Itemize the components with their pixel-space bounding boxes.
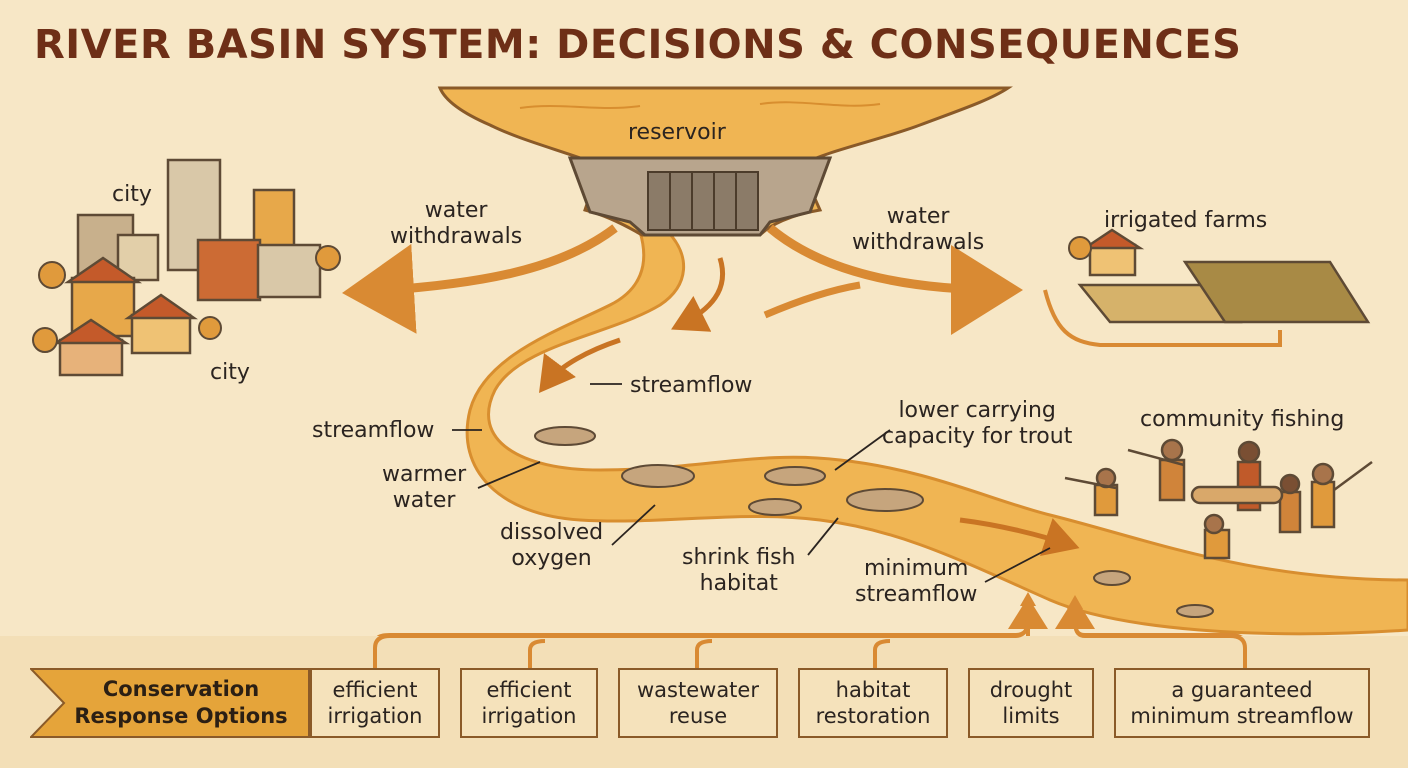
label-dissolved-oxygen: dissolved oxygen [500,520,604,571]
trout-fish [534,426,1214,618]
conservation-heading: Conservation Response Options [74,677,288,728]
label-irrigated-farms: irrigated farms [1104,208,1268,233]
option-efficient-irrigation-2[interactable]: efficient irrigation [460,668,598,738]
conservation-heading-outline [30,668,310,738]
label-withdrawals-right: water withdrawals [852,204,985,255]
label-community-fishing: community fishing [1140,407,1345,432]
page-title: RIVER BASIN SYSTEM: DECISIONS & CONSEQUE… [34,22,1242,68]
label-warmer-water: warmer water [382,462,467,513]
option-wastewater-reuse[interactable]: wastewater reuse [618,668,778,738]
option-efficient-irrigation-1[interactable]: efficient irrigation [310,668,440,738]
label-lower-carrying-capacity: lower carrying capacity for trout [882,398,1073,449]
dam-gates [647,171,759,231]
label-withdrawals-left: water withdrawals [390,198,523,249]
label-reservoir: reservoir [628,120,726,145]
option-habitat-restoration[interactable]: habitat restoration [798,668,948,738]
label-city-top: city [112,182,152,207]
label-shrink-fish-habitat: shrink fish habitat [682,545,796,596]
option-drought-limits[interactable]: drought limits [968,668,1094,738]
withdrawal-arrow-left [342,224,618,334]
label-streamflow-left: streamflow [312,418,435,443]
label-city-bottom: city [210,360,250,385]
irrigated-farm-fields [1043,228,1371,347]
conservation-heading-banner [30,668,310,738]
community-fishers [1064,438,1373,560]
option-guaranteed-minimum-streamflow[interactable]: a guaranteed minimum streamflow [1114,668,1370,738]
withdrawal-arrow-right [767,224,1023,335]
label-streamflow-upper: streamflow [630,373,753,398]
city-buildings [32,158,341,377]
label-minimum-streamflow: minimum streamflow [855,556,978,607]
